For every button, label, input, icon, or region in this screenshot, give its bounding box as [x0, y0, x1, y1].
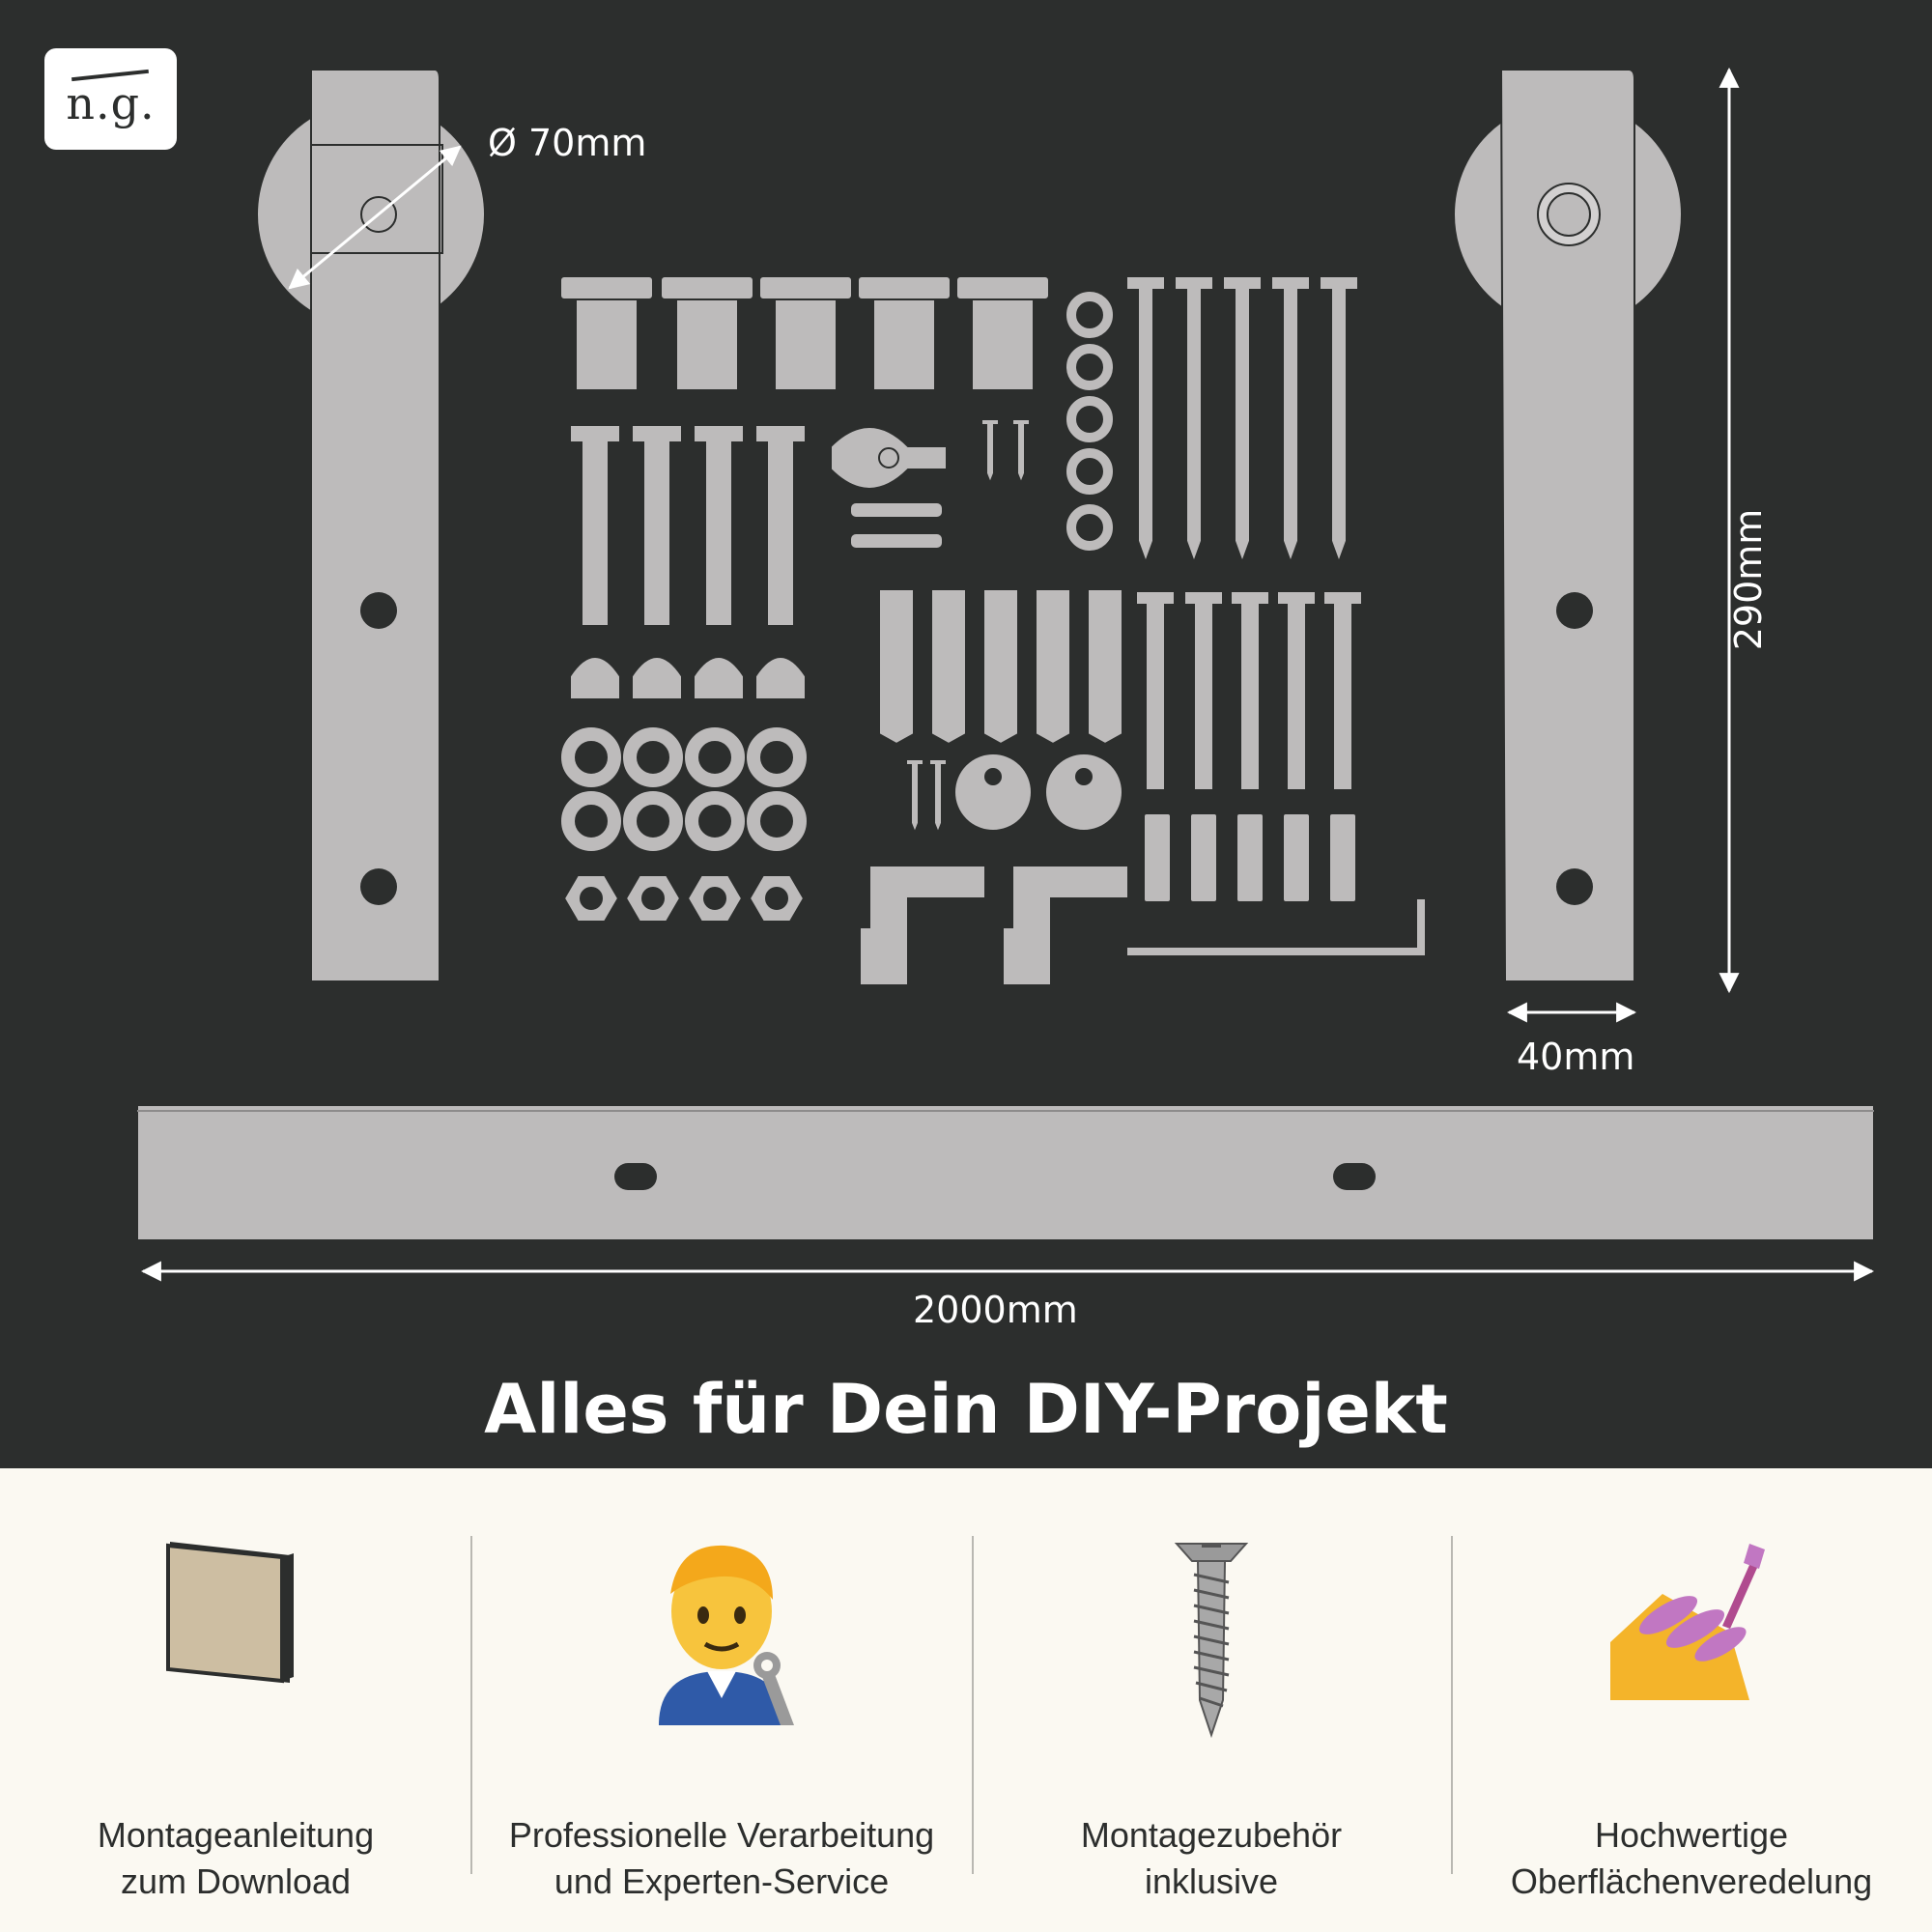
feature-manual-line1: Montageanleitung — [97, 1815, 375, 1855]
feature-manual: Montageanleitung zum Download — [0, 1468, 471, 1932]
hex-nuts — [562, 874, 806, 923]
manual-book-icon — [166, 1542, 294, 1684]
width-label: 40mm — [1517, 1036, 1635, 1078]
divider — [1451, 1536, 1453, 1874]
left-hanger — [256, 69, 486, 982]
hardware-kit-drawing — [136, 67, 1875, 1282]
right-hanger — [1453, 69, 1683, 982]
hex-key — [1125, 897, 1427, 957]
lag-screws — [1125, 275, 1359, 565]
feature-service: Professionelle Verarbeitung und Experten… — [471, 1468, 972, 1932]
feature-accessories-line1: Montagezubehör — [1080, 1815, 1343, 1855]
feature-finish-line2: Oberflächenveredelung — [1510, 1861, 1873, 1901]
hex-bolts — [569, 424, 807, 627]
headline: Alles für Dein DIY-Projekt — [484, 1370, 1448, 1449]
screw-icon — [1174, 1543, 1249, 1739]
length-label: 2000mm — [913, 1289, 1078, 1331]
mechanic-icon — [659, 1545, 794, 1725]
sliding-rail — [136, 1104, 1875, 1241]
divider — [972, 1536, 974, 1874]
divider — [470, 1536, 472, 1874]
diameter-arrow — [288, 145, 462, 290]
large-washers — [561, 727, 807, 851]
feature-manual-line2: zum Download — [120, 1861, 352, 1901]
cap-nuts — [569, 656, 807, 700]
spacer-sleeves — [559, 275, 1050, 391]
diameter-label: Ø 70mm — [488, 122, 647, 164]
nail-polish-icon — [1610, 1544, 1765, 1700]
feature-finish: Hochwertige Oberflächenveredelung — [1451, 1468, 1932, 1932]
short-bolts — [1135, 590, 1363, 791]
feature-service-line2: und Experten-Service — [554, 1861, 890, 1901]
height-label: 290mm — [1727, 508, 1770, 651]
feature-row: Montageanleitung zum Download Profession… — [0, 1468, 1932, 1932]
feature-finish-line1: Hochwertige — [1594, 1815, 1789, 1855]
feature-service-line1: Professionelle Verarbeitung — [508, 1815, 935, 1855]
anti-jump-brackets — [859, 865, 1129, 986]
brand-logo: n.g. — [44, 48, 177, 150]
feature-accessories-line2: inklusive — [1144, 1861, 1279, 1901]
round-stopper — [953, 753, 1033, 832]
wall-plugs — [878, 588, 1123, 746]
hardware-parts — [559, 275, 1427, 986]
logo-text: n.g. — [66, 77, 156, 129]
product-image-panel: n.g. Ø 70mm 290mm 40mm 2000mm Alles für … — [0, 0, 1932, 1468]
small-washers — [1066, 292, 1113, 551]
threaded-inserts — [1143, 812, 1357, 903]
feature-accessories: Montagezubehör inklusive — [972, 1468, 1451, 1932]
